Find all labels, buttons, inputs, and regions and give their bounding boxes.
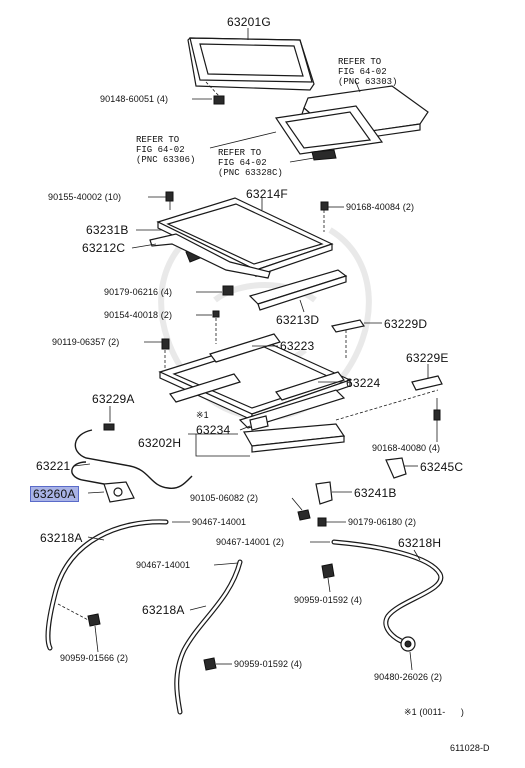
label-refer-63306: REFER TO FIG 64-02 (PNC 63306) <box>136 135 196 165</box>
label-note-mark: ※1 <box>196 410 209 420</box>
grommet-90480 <box>400 636 416 652</box>
label-63231B: 63231B <box>86 223 129 237</box>
sunroof-housing <box>149 197 334 279</box>
clip-90959-center <box>203 657 217 671</box>
bracket-63229E <box>411 375 443 391</box>
label-63221: 63221 <box>36 459 71 473</box>
leader-63218A2 <box>189 605 207 611</box>
sunroof-motor <box>103 481 135 503</box>
label-90467-right: 90467-14001 (2) <box>216 537 285 547</box>
drain-hose-center <box>174 559 243 715</box>
label-refer-63303: REFER TO FIG 64-02 (PNC 63303) <box>338 57 398 87</box>
label-63229D: 63229D <box>384 317 428 331</box>
bolt-90168-upper <box>320 201 329 232</box>
leader-63260A <box>87 491 105 494</box>
leader-glass-bolt <box>205 81 220 97</box>
label-90179-lower: 90179-06180 (2) <box>348 517 417 527</box>
clip-90959-left <box>87 613 101 627</box>
label-63212C: 63212C <box>82 241 126 255</box>
drain-hose-left <box>45 519 169 651</box>
label-90467-upper: 90467-14001 <box>192 517 247 527</box>
sunroof-frame <box>158 333 352 453</box>
label-63245C: 63245C <box>420 460 464 474</box>
bolt-90119 <box>161 338 170 372</box>
label-figure-code: 611028-D <box>450 743 490 753</box>
label-63229E: 63229E <box>406 351 449 365</box>
label-refer-63328C: REFER TO FIG 64-02 (PNC 63328C) <box>218 148 283 178</box>
label-63213D: 63213D <box>276 313 320 327</box>
label-90959-right: 90959-01592 (4) <box>294 595 363 605</box>
label-90105: 90105-06082 (2) <box>190 493 259 503</box>
drain-hose-right <box>331 539 444 645</box>
part-63229A <box>103 423 115 431</box>
label-footnote: ※1 (0011- ) <box>404 707 464 717</box>
screw-90154 <box>212 310 220 344</box>
label-90179-upper: 90179-06216 (4) <box>104 287 173 297</box>
label-90154: 90154-40018 (2) <box>104 310 173 320</box>
wind-deflector <box>248 269 348 311</box>
sunshade-frame <box>274 105 384 161</box>
label-63218H: 63218H <box>398 536 442 550</box>
label-90168-lower: 90168-40080 (4) <box>372 443 441 453</box>
label-63202H: 63202H <box>138 436 182 450</box>
bracket-63241B <box>315 481 333 505</box>
leader-dash-63229E <box>335 389 439 421</box>
leader-90959b <box>94 625 99 653</box>
leader-refer2 <box>209 131 277 149</box>
leader-63202H <box>188 433 250 457</box>
label-90467-center: 90467-14001 <box>136 560 191 570</box>
leader-63213D <box>299 299 305 313</box>
screw-90105 <box>297 509 311 521</box>
part-63234 <box>249 415 269 431</box>
glass-panel <box>187 37 315 105</box>
bracket-63245C <box>385 457 407 479</box>
label-63229A: 63229A <box>92 392 135 406</box>
bolt-90168-lower <box>433 398 441 421</box>
clip-90179-lower <box>317 517 327 527</box>
label-63218A-left: 63218A <box>40 531 83 545</box>
leader-90467c <box>213 562 239 566</box>
leader-refer3 <box>289 157 315 163</box>
label-90119: 90119-06357 (2) <box>52 337 120 347</box>
label-63234: 63234 <box>196 423 231 437</box>
clip-90179 <box>222 285 234 296</box>
drive-cable <box>74 429 193 490</box>
label-63218A-center: 63218A <box>142 603 185 617</box>
drive-cable-lower <box>71 461 105 485</box>
label-63214F: 63214F <box>246 187 288 201</box>
leader-dash-90959a <box>57 603 93 623</box>
leader-90480 <box>409 651 413 671</box>
label-63260A-highlighted[interactable]: 63260A <box>30 486 79 502</box>
label-90155: 90155-40002 (10) <box>48 192 122 202</box>
label-63201G: 63201G <box>227 15 271 29</box>
label-90480: 90480-26026 (2) <box>374 672 443 682</box>
label-90959-center: 90959-01592 (4) <box>234 659 303 669</box>
label-90959-left: 90959-01566 (2) <box>60 653 129 663</box>
label-90148: 90148-60051 (4) <box>100 94 169 104</box>
label-90168-upper: 90168-40084 (2) <box>346 202 415 212</box>
leader-90959a <box>327 577 331 593</box>
label-63223: 63223 <box>280 339 315 353</box>
leader-90105 <box>291 497 303 511</box>
leader-63212C <box>131 243 157 249</box>
leader-63218H <box>413 549 421 561</box>
bracket-63229D <box>331 319 365 333</box>
label-63241B: 63241B <box>354 486 397 500</box>
bolt-90155 <box>165 191 174 210</box>
leader-63234 <box>239 425 251 431</box>
clip-90959-right <box>321 563 335 579</box>
label-63224: 63224 <box>346 376 381 390</box>
leader-63221 <box>73 463 91 467</box>
leader-refer1 <box>354 79 361 93</box>
leader-63218A1 <box>87 536 105 541</box>
